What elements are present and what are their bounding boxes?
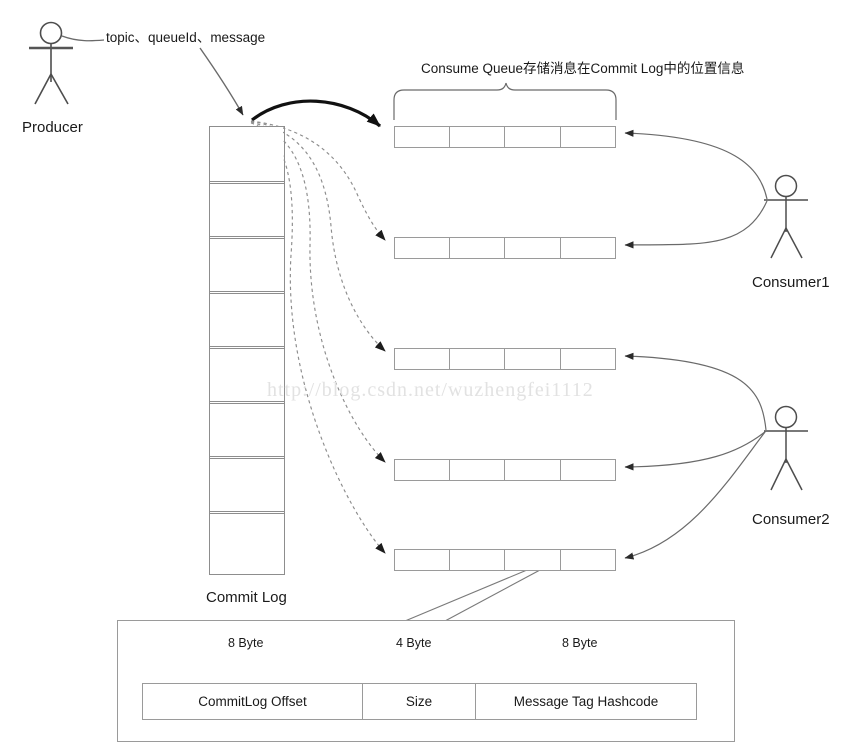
- commit-log-column: [209, 126, 285, 575]
- commit-log-cell[interactable]: [209, 291, 285, 349]
- queue-cell[interactable]: [505, 237, 561, 259]
- producer-label: Producer: [22, 119, 83, 136]
- commit-log-cell[interactable]: [209, 511, 285, 575]
- queue-cell[interactable]: [505, 549, 561, 571]
- consumer1-to-queue1: [624, 129, 768, 200]
- consumer1-pull-curves: [624, 129, 768, 249]
- commit-log-cell[interactable]: [209, 401, 285, 459]
- queue-cell[interactable]: [449, 549, 505, 571]
- queue-cell[interactable]: [560, 237, 616, 259]
- commit-log-cell[interactable]: [209, 456, 285, 514]
- entry-field-commitlog-offset[interactable]: CommitLog Offset: [142, 683, 363, 720]
- consume-queue-1[interactable]: [394, 126, 616, 148]
- commit-log-cell[interactable]: [209, 346, 285, 404]
- commit-log-cell[interactable]: [209, 181, 285, 239]
- commitlog-to-queue1-bold-arrow: [251, 99, 382, 128]
- queue-cell[interactable]: [449, 237, 505, 259]
- queue-cell[interactable]: [394, 126, 450, 148]
- consume-queue-brace: [393, 82, 617, 120]
- entry-detail-box: [117, 620, 735, 742]
- consumer2-to-queue5: [624, 431, 766, 560]
- producer-figure: [29, 21, 73, 105]
- consume-queue-4[interactable]: [394, 459, 616, 481]
- consumer2-to-queue3: [624, 352, 767, 431]
- producer-to-commitlog-arrow: [199, 47, 244, 116]
- queue-cell[interactable]: [449, 126, 505, 148]
- entry-field-size[interactable]: Size: [363, 683, 476, 720]
- consumer2-to-queue4: [624, 430, 767, 471]
- consumer1-figure: [764, 174, 808, 259]
- queue-cell[interactable]: [394, 348, 450, 370]
- queue-cell[interactable]: [560, 126, 616, 148]
- consume-queue-2[interactable]: [394, 237, 616, 259]
- queue-cell[interactable]: [560, 459, 616, 481]
- consume-queue-3[interactable]: [394, 348, 616, 370]
- consumer2-label: Consumer2: [752, 511, 830, 528]
- consume-queue-5[interactable]: [394, 549, 616, 571]
- queue-cell[interactable]: [560, 348, 616, 370]
- queue-cell[interactable]: [394, 549, 450, 571]
- watermark-text: http://blog.csdn.net/wuzhengfei1112: [267, 379, 594, 401]
- producer-message-leader: [61, 35, 105, 42]
- consumer1-label: Consumer1: [752, 274, 830, 291]
- queue-cell[interactable]: [505, 126, 561, 148]
- queue-cell[interactable]: [394, 459, 450, 481]
- commit-log-cell[interactable]: [209, 126, 285, 184]
- entry-detail-callout-lines: [404, 569, 541, 622]
- entry-size-label-2: 8 Byte: [562, 636, 598, 650]
- commit-log-cell[interactable]: [209, 236, 285, 294]
- queue-cell[interactable]: [394, 237, 450, 259]
- queue-cell[interactable]: [505, 348, 561, 370]
- commit-log-label: Commit Log: [206, 589, 287, 606]
- queue-cell[interactable]: [449, 348, 505, 370]
- producer-message-label: topic、queueId、message: [106, 30, 266, 45]
- consumer1-to-queue2: [624, 200, 768, 249]
- entry-size-label-0: 8 Byte: [228, 636, 264, 650]
- consume-queue-annotation: Consume Queue存储消息在Commit Log中的位置信息: [421, 61, 745, 76]
- entry-size-label-1: 4 Byte: [396, 636, 432, 650]
- queue-cell[interactable]: [505, 459, 561, 481]
- queue-cell[interactable]: [560, 549, 616, 571]
- consumer2-pull-curves: [624, 352, 767, 560]
- consumer2-figure: [764, 405, 808, 491]
- queue-cell[interactable]: [449, 459, 505, 481]
- entry-field-message-tag-hashcode[interactable]: Message Tag Hashcode: [476, 683, 697, 720]
